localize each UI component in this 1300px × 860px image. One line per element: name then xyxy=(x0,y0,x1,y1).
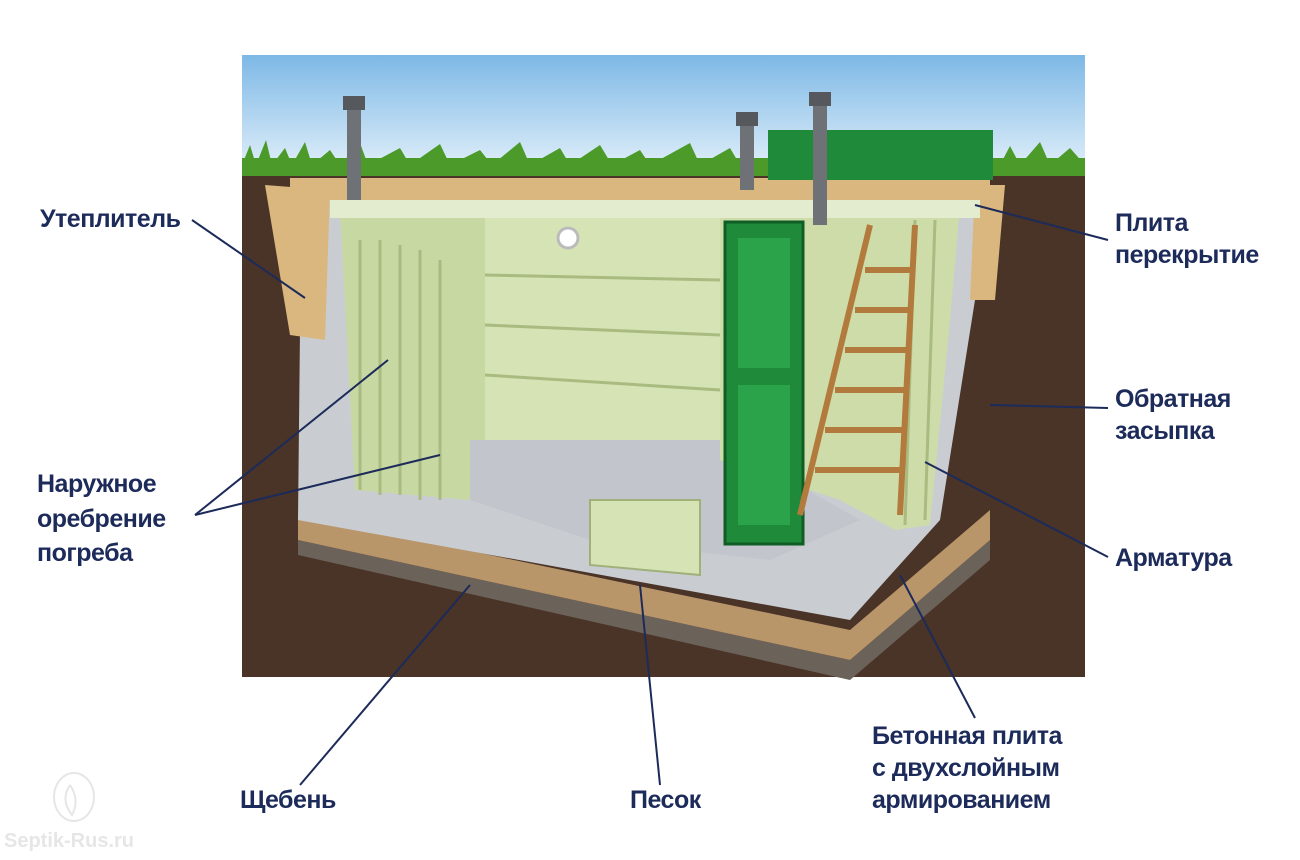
label-gravel: Щебень xyxy=(240,786,336,814)
cellar-left-wall xyxy=(340,210,485,500)
label-ribs-line1: Наружное xyxy=(37,470,157,498)
leader-lines xyxy=(191,204,1109,786)
hatch xyxy=(768,130,993,180)
label-concrete-line3: армированием xyxy=(872,786,1051,814)
label-rebar: Арматура xyxy=(1115,544,1232,572)
watermark-logo xyxy=(53,772,95,822)
watermark-text: Septik-Rus.ru xyxy=(4,830,135,852)
ladder xyxy=(797,224,918,516)
label-slab-cover-line1: Плита xyxy=(1115,209,1188,237)
insulation xyxy=(265,185,330,340)
label-backfill-line2: засыпка xyxy=(1115,417,1215,445)
label-insulation: Утеплитель xyxy=(40,205,181,233)
label-backfill-line1: Обратная xyxy=(1115,385,1231,413)
vent-pipes xyxy=(343,92,831,225)
label-ribs-line3: погреба xyxy=(37,539,133,567)
label-concrete-line2: с двухслойным xyxy=(872,754,1060,782)
label-ribs-line2: оребрение xyxy=(37,505,166,533)
label-concrete-line1: Бетонная плита xyxy=(872,722,1062,750)
drain-grate xyxy=(589,499,701,577)
lamp xyxy=(556,226,580,250)
cellar-back-wall xyxy=(485,215,720,440)
label-slab-cover-line2: перекрытие xyxy=(1115,241,1259,269)
label-sand: Песок xyxy=(630,786,701,814)
